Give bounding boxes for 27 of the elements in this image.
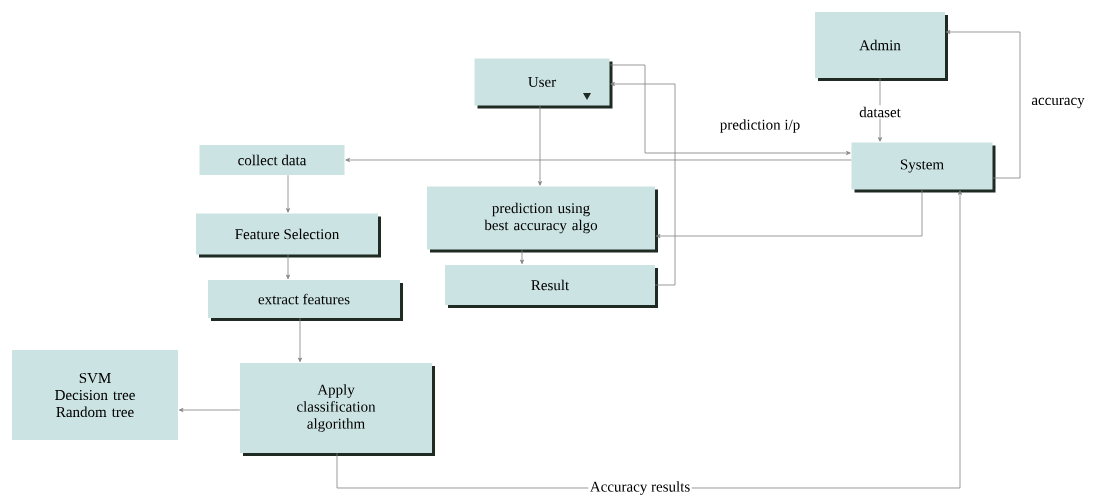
arrow [298, 317, 302, 363]
arrow [945, 30, 1021, 179]
process-box: SVM Decision tree Random tree [12, 350, 178, 440]
arrow [655, 189, 923, 238]
arrow [286, 254, 290, 280]
edge-label: accuracy [1029, 96, 1087, 110]
arrow [538, 105, 542, 186]
process-box: Apply classification algorithm [240, 363, 435, 456]
process-box: extract features [208, 280, 403, 321]
arrow [345, 158, 852, 162]
process-box: prediction using best accuracy algo [427, 186, 658, 253]
process-box: Result [445, 265, 658, 308]
arrow [336, 190, 962, 489]
edge-label: Accuracy results [588, 479, 692, 497]
arrow [878, 77, 882, 142]
arrow [610, 82, 676, 286]
arrow [520, 249, 524, 265]
arrow [286, 174, 290, 213]
edge-label: dataset [857, 105, 903, 119]
process-box: Feature Selection [196, 213, 381, 258]
arrow [178, 408, 241, 412]
edge-label: prediction i/p [718, 117, 802, 135]
process-box: System [851, 142, 996, 193]
process-box: User [474, 58, 613, 109]
arrow [609, 64, 851, 155]
process-box: collect data [199, 145, 345, 175]
process-box: Admin [815, 12, 948, 81]
